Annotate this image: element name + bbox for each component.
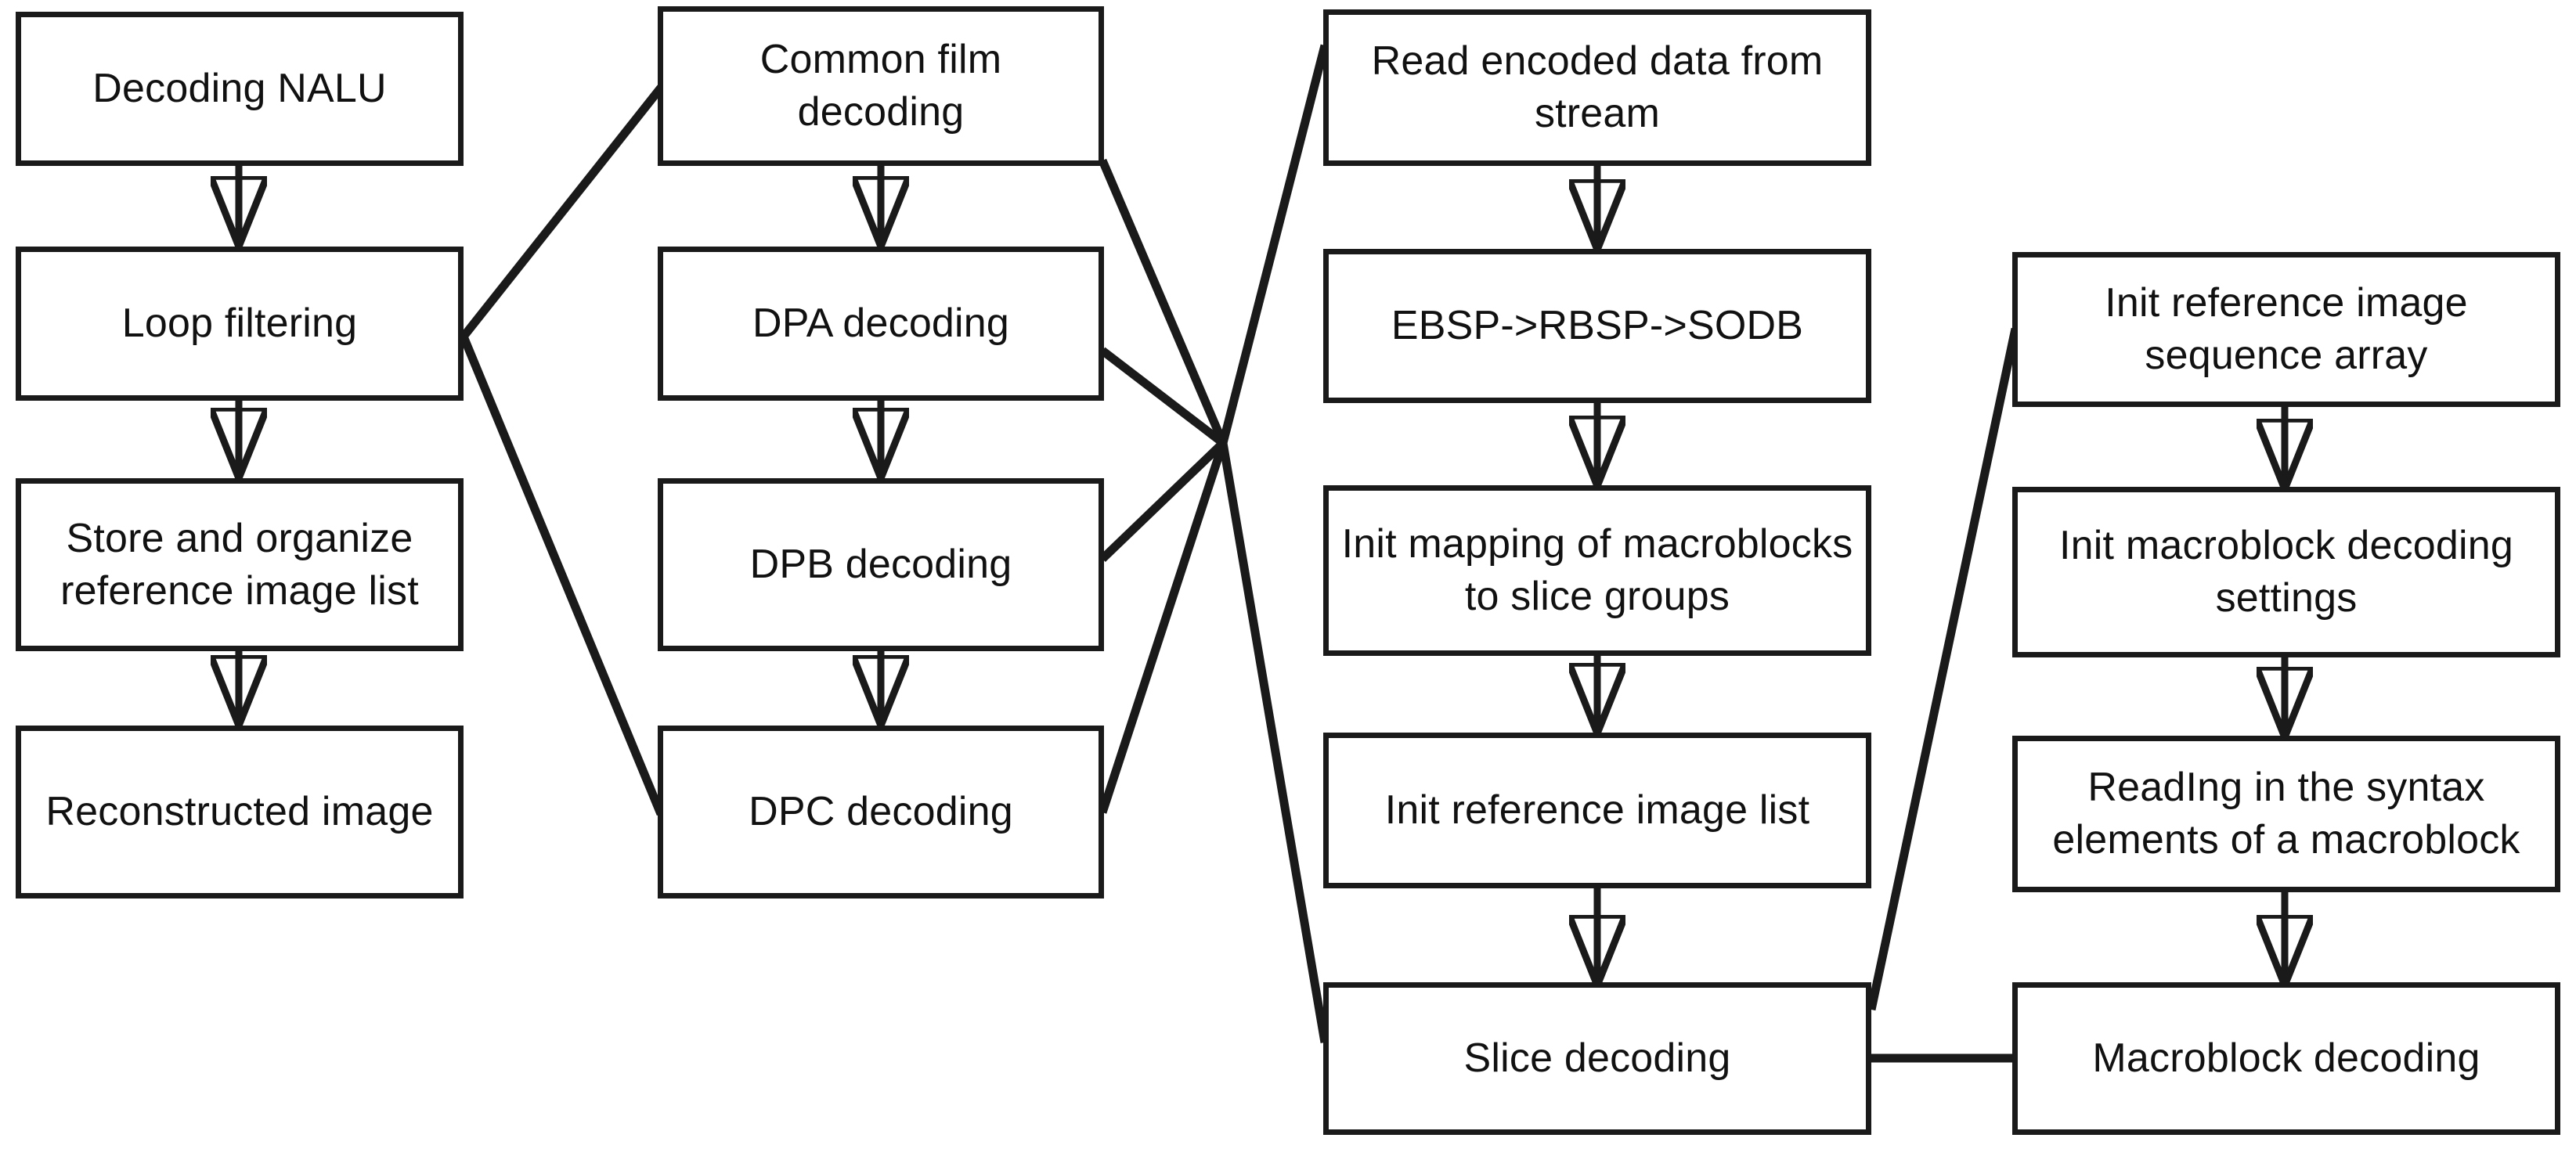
node-label: DPB decoding [749,542,1012,588]
node-label: DPA decoding [752,301,1010,347]
node-ebsp-rbsp-sodb[interactable]: EBSP->RBSP->SODB [1323,249,1871,403]
node-store-organize-reference-image-list[interactable]: Store and organize reference image list [16,478,464,651]
edge-common-film-to-hub [1098,158,1228,445]
node-label: Init reference image list [1384,787,1810,834]
node-decoding-nalu[interactable]: Decoding NALU [16,12,464,166]
edge-hub-to-slice-decoding [1218,442,1329,1043]
node-label: Loop filtering [121,301,358,347]
node-init-macroblock-decoding-settings[interactable]: Init macroblock decoding settings [2012,487,2560,657]
edge-hub-to-read-encoded-data [1218,44,1329,445]
node-read-encoded-data-from-stream[interactable]: Read encoded data from stream [1323,9,1871,166]
node-reading-in-the-syntax-elements-of-a-macroblock[interactable]: ReadIng in the syntax elements of a macr… [2012,736,2560,892]
node-slice-decoding[interactable]: Slice decoding [1323,982,1871,1135]
edge-slice-decoding-to-init-ref-seq-array [1867,327,2020,1011]
node-label: EBSP->RBSP->SODB [1391,303,1804,349]
node-init-mapping-of-macroblocks-to-slice-groups[interactable]: Init mapping of macroblocks to slice gro… [1323,485,1871,656]
node-dpb-decoding[interactable]: DPB decoding [658,478,1104,651]
node-label: ReadIng in the syntax elements of a macr… [2052,765,2520,862]
edge-dpc-to-hub [1098,441,1228,814]
node-label: Macroblock decoding [2092,1035,2480,1082]
node-label: Common film decoding [759,37,1002,135]
node-macroblock-decoding[interactable]: Macroblock decoding [2012,982,2560,1135]
node-loop-filtering[interactable]: Loop filtering [16,247,464,401]
node-label: Read encoded data from stream [1371,38,1824,136]
node-label: Slice decoding [1463,1035,1731,1082]
node-label: Decoding NALU [92,66,387,112]
edge-dpa-to-hub [1099,347,1226,447]
node-label: Init macroblock decoding settings [2059,523,2513,621]
node-label: Reconstructed image [45,789,434,835]
node-init-reference-image-sequence-array[interactable]: Init reference image sequence array [2012,252,2560,407]
edge-loop-filtering-to-common-film [460,85,665,340]
node-label: Store and organize reference image list [60,515,419,614]
node-label: Init reference image sequence array [2105,280,2468,378]
node-dpa-decoding[interactable]: DPA decoding [658,247,1104,401]
node-label: Init mapping of macroblocks to slice gro… [1341,521,1853,619]
node-reconstructed-image[interactable]: Reconstructed image [16,726,464,899]
edge-loop-filtering-to-dpc [459,334,666,816]
node-dpc-decoding[interactable]: DPC decoding [658,726,1104,899]
node-label: DPC decoding [749,789,1013,835]
node-common-film-decoding[interactable]: Common film decoding [658,6,1104,166]
edge-dpb-to-hub [1099,440,1226,562]
node-init-reference-image-list[interactable]: Init reference image list [1323,733,1871,888]
